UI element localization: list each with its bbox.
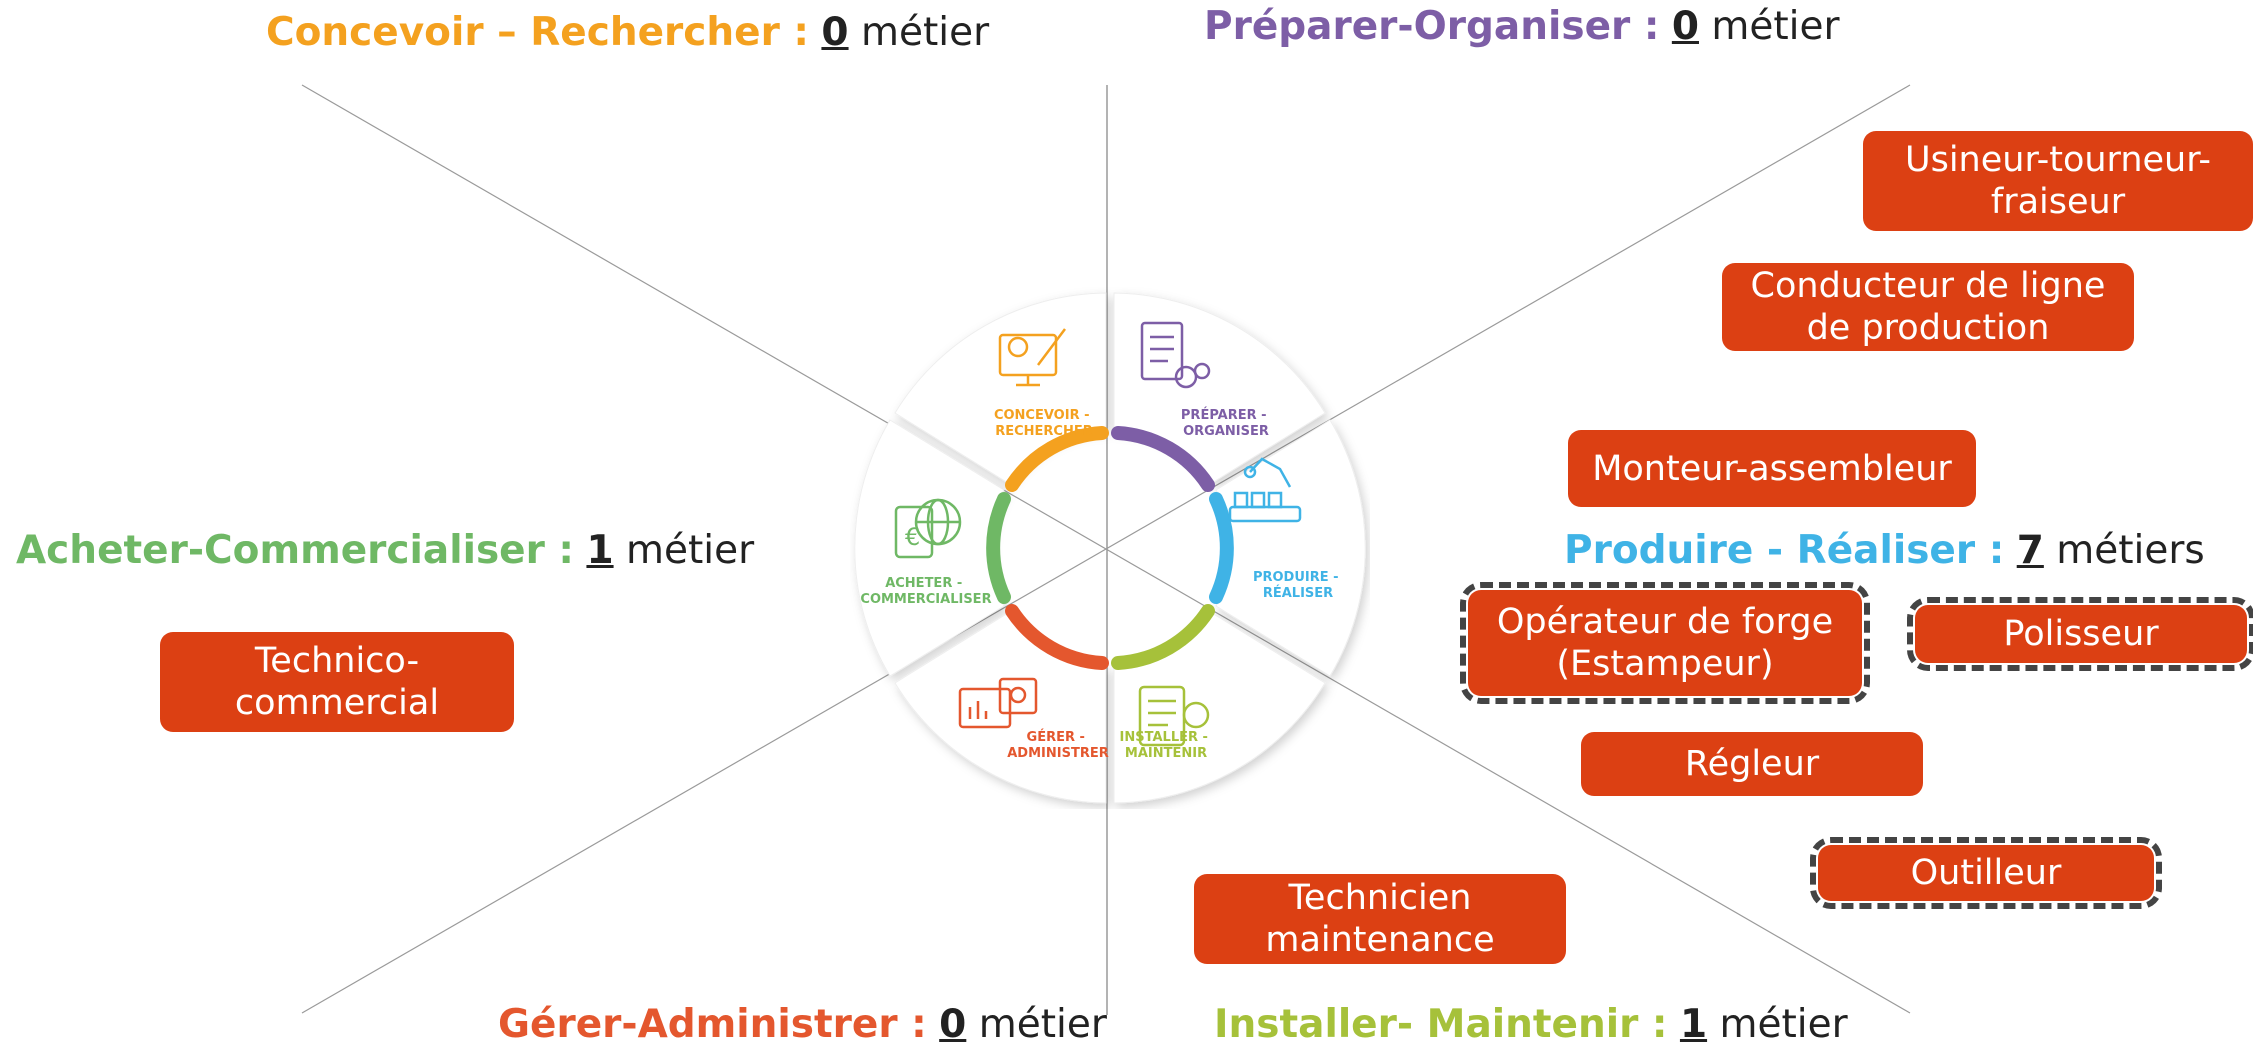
heading-gerer: Gérer-Administrer : 0 métier	[498, 1002, 1107, 1048]
heading-acheter-suffix: métier	[625, 528, 755, 573]
lightbulb-design-icon	[998, 328, 1066, 387]
wheel-label-gerer-1: GÉRER -	[1027, 729, 1085, 745]
heading-acheter-count: 1	[586, 528, 614, 573]
svg-text:GÉRER - ADMINISTRER: GÉRER - ADMINISTRER	[1007, 729, 1108, 761]
tablet-globe-euro-icon: €	[894, 498, 962, 559]
heading-installer-count: 1	[1679, 1002, 1708, 1047]
diagonal-divider-2	[301, 84, 1911, 1014]
arc-gerer	[1005, 604, 1109, 670]
arc-concevoir	[1005, 426, 1109, 492]
heading-concevoir-label: Concevoir – Rechercher :	[266, 10, 810, 55]
svg-text:INSTALLER - MAINTENIR: INSTALLER - MAINTENIR	[1120, 730, 1213, 761]
heading-concevoir-count: 0	[821, 10, 849, 55]
heading-produire-label: Produire - Réaliser :	[1564, 528, 2005, 573]
svg-text:ACHETER - COMMERCIALISER: ACHETER - COMMERCIALISER	[860, 576, 991, 607]
job-operateur: Opérateur de forge (Estampeur)	[1460, 582, 1870, 704]
heading-gerer-label: Gérer-Administrer :	[498, 1002, 927, 1047]
job-family-wheel: € CONCEVOIR - RECHERCHER PRÉPARER - ORGA…	[854, 292, 1366, 804]
wheel-label-concevoir-1: CONCEVOIR -	[994, 408, 1090, 423]
svg-text:PRÉPARER - ORGANISER: PRÉPARER - ORGANISER	[1181, 407, 1271, 439]
wheel-label-acheter-2: COMMERCIALISER	[860, 592, 991, 607]
arc-installer	[1111, 604, 1215, 670]
heading-installer: Installer- Maintenir : 1 métier	[1214, 1002, 1848, 1048]
job-outilleur: Outilleur	[1810, 837, 2162, 909]
heading-produire-suffix: métiers	[2056, 528, 2205, 573]
wheel-label-gerer-2: ADMINISTRER	[1007, 746, 1108, 761]
robot-arm-icon	[1228, 457, 1302, 523]
heading-acheter: Acheter-Commercialiser : 1 métier	[16, 528, 754, 574]
monitor-chart-icon	[958, 677, 1038, 729]
heading-acheter-label: Acheter-Commercialiser :	[16, 528, 575, 573]
arc-preparer	[1111, 426, 1215, 492]
wheel-label-installer-2: MAINTENIR	[1125, 746, 1207, 761]
heading-installer-suffix: métier	[1719, 1002, 1848, 1047]
job-polisseur: Polisseur	[1907, 597, 2253, 671]
wheel-label-concevoir-2: RECHERCHER	[995, 424, 1093, 439]
heading-gerer-suffix: métier	[978, 1002, 1107, 1047]
wheel-label-preparer-1: PRÉPARER -	[1181, 407, 1267, 423]
wheel-label-produire-2: RÉALISER	[1263, 585, 1333, 601]
checklist-gears-icon	[1140, 321, 1211, 389]
job-usineur: Usineur-tourneur- fraiseur	[1863, 131, 2253, 231]
heading-preparer-suffix: métier	[1711, 4, 1840, 49]
heading-preparer-count: 0	[1671, 4, 1699, 49]
arc-produire	[1209, 492, 1234, 604]
heading-concevoir-suffix: métier	[860, 10, 990, 55]
tablet-wrench-icon	[1138, 685, 1210, 747]
heading-preparer-label: Préparer-Organiser :	[1204, 4, 1660, 49]
job-technicien: Technicien maintenance	[1194, 874, 1566, 964]
heading-preparer: Préparer-Organiser : 0 métier	[1204, 4, 1840, 50]
svg-text:CONCEVOIR - RECHERCHER: CONCEVOIR - RECHERCHER	[994, 408, 1094, 439]
heading-concevoir: Concevoir – Rechercher : 0 métier	[266, 10, 989, 56]
svg-text:PRODUIRE - RÉALISER: PRODUIRE - RÉALISER	[1253, 570, 1343, 601]
job-conducteur: Conducteur de ligne de production	[1722, 263, 2134, 351]
heading-produire: Produire - Réaliser : 7 métiers	[1564, 528, 2205, 574]
job-monteur: Monteur-assembleur	[1568, 430, 1976, 507]
arc-acheter	[986, 492, 1011, 604]
heading-installer-label: Installer- Maintenir :	[1214, 1002, 1668, 1047]
job-regleur: Régleur	[1581, 732, 1923, 796]
job-technico: Technico- commercial	[160, 632, 514, 732]
wheel-label-preparer-2: ORGANISER	[1183, 424, 1269, 439]
svg-text:€: €	[905, 523, 920, 551]
heading-produire-count: 7	[2016, 528, 2044, 573]
wheel-label-installer-1: INSTALLER -	[1120, 730, 1208, 745]
heading-gerer-count: 0	[939, 1002, 967, 1047]
wheel-label-produire-1: PRODUIRE -	[1253, 570, 1339, 585]
wheel-label-acheter-1: ACHETER -	[885, 576, 962, 591]
